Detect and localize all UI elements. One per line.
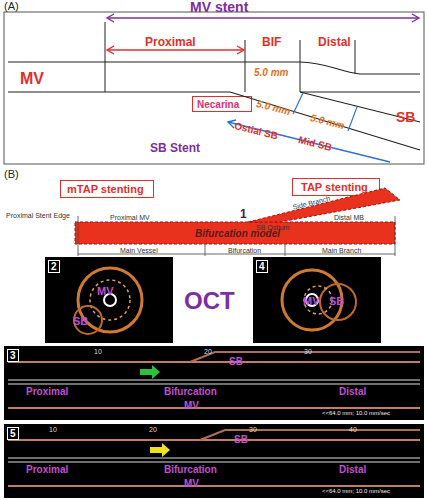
oct-image: 2MV SB [45, 257, 173, 343]
segment-label: Ostial SB [233, 120, 279, 141]
vessel-wall [300, 62, 420, 74]
node-text: 10 [94, 348, 102, 356]
node-text: 20 [204, 348, 212, 356]
sb-divider [293, 93, 303, 114]
node-text: MV [303, 295, 320, 307]
vessel-label: MV [20, 70, 44, 88]
node-text: SB [234, 434, 248, 445]
model-tick [78, 216, 79, 256]
node-text: <<64.0 mm; 10.0 mm/sec [322, 410, 390, 417]
node-text: SB [329, 295, 344, 307]
vessel-wall [300, 91, 420, 92]
node-text: MV [184, 400, 199, 411]
model-label: Distal MB [334, 214, 364, 222]
panel-label: (B) [4, 168, 19, 180]
length-arrow [108, 49, 243, 50]
segment-label: Proximal [145, 36, 196, 49]
node-text: 30 [304, 348, 312, 356]
vessel-wall [8, 62, 420, 150]
method-box: mTAP stenting [60, 180, 154, 198]
node-text: 20 [149, 426, 157, 434]
model-tick [78, 216, 395, 256]
bifurcation-model-shape [75, 222, 395, 244]
stent-label: SB Stent [150, 142, 200, 155]
node-text: Distal [339, 464, 366, 475]
model-label: Side Branch [292, 195, 331, 212]
oct-long-view: 5 10 20 30 40SB Proximal Bifurcation DistalMV <<… [4, 424, 424, 498]
segment-label: Distal [318, 36, 351, 49]
node-text: 40 [349, 426, 357, 434]
vessel-wall [8, 91, 230, 92]
necarina-box: Necarina [192, 96, 252, 112]
length-arrow [107, 14, 419, 162]
length-arrow [107, 14, 114, 22]
node-text: SB [73, 315, 88, 327]
segment-label: BIF [262, 36, 281, 49]
node-text: Proximal [26, 464, 68, 475]
node-text: 5 [7, 427, 19, 440]
node-text: Necarina [197, 99, 239, 110]
model-label: SB Ostium [256, 224, 289, 232]
segment-divider [245, 40, 246, 92]
model-label: Main Branch [322, 247, 361, 255]
node-text: 30 [249, 426, 257, 434]
model-tick [395, 216, 396, 256]
method-box: TAP stenting [292, 178, 380, 196]
node-text: Distal [339, 386, 366, 397]
sb-divider [348, 107, 357, 131]
model-label: Main Vessel [120, 247, 158, 255]
length-arrow [237, 46, 244, 54]
dimension: 5.0 mm [309, 112, 345, 131]
panel-label: (A) [4, 0, 19, 12]
length-arrow [108, 17, 418, 18]
node-text: Bifurcation [164, 464, 217, 475]
segment-divider [105, 22, 106, 92]
node-text: 10 [49, 426, 57, 434]
oct-image: 4MV SB [253, 257, 381, 343]
node-text: 4 [256, 260, 268, 273]
node-text: Proximal [26, 386, 68, 397]
panel-frame [4, 12, 424, 164]
node-text: <<64.0 mm; 10.0 mm/sec [322, 488, 390, 495]
method-label: OCT [184, 288, 235, 314]
node-text: MV [97, 285, 114, 297]
model-label: Proximal Stent Edge [6, 212, 70, 220]
vessel-wall [8, 61, 300, 62]
model-tick [205, 244, 206, 256]
node-text: Bifurcation [164, 386, 217, 397]
dimension: 5.0 mm [254, 67, 288, 78]
panel-frame [4, 12, 424, 164]
vessel-label: SB [396, 110, 415, 125]
node-text: MV [184, 478, 199, 489]
node-text: 2 [48, 260, 60, 273]
node-text: SB [229, 356, 243, 367]
node-text: 3 [7, 349, 19, 362]
segment-divider [300, 40, 301, 92]
node-text: TAP stenting [301, 181, 368, 193]
model-tick [285, 244, 286, 256]
length-arrow [412, 14, 419, 22]
model-label: Proximal MV [110, 214, 150, 222]
length-arrow [107, 46, 114, 54]
segment-divider [355, 40, 356, 74]
node-text: mTAP stenting [67, 183, 144, 195]
callout-number: 1 [240, 208, 247, 221]
sb-divider [293, 93, 357, 131]
oct-long-view: 3 10 20 30SB Proximal Bifurcation DistalMV <<64… [4, 346, 424, 420]
segment-divider [105, 22, 355, 92]
model-label: Bifurcation [228, 247, 261, 255]
dimension: 5.0 mm [255, 98, 291, 117]
stent-label: MV stent [190, 0, 248, 15]
segment-label: Mid SB [297, 134, 333, 153]
